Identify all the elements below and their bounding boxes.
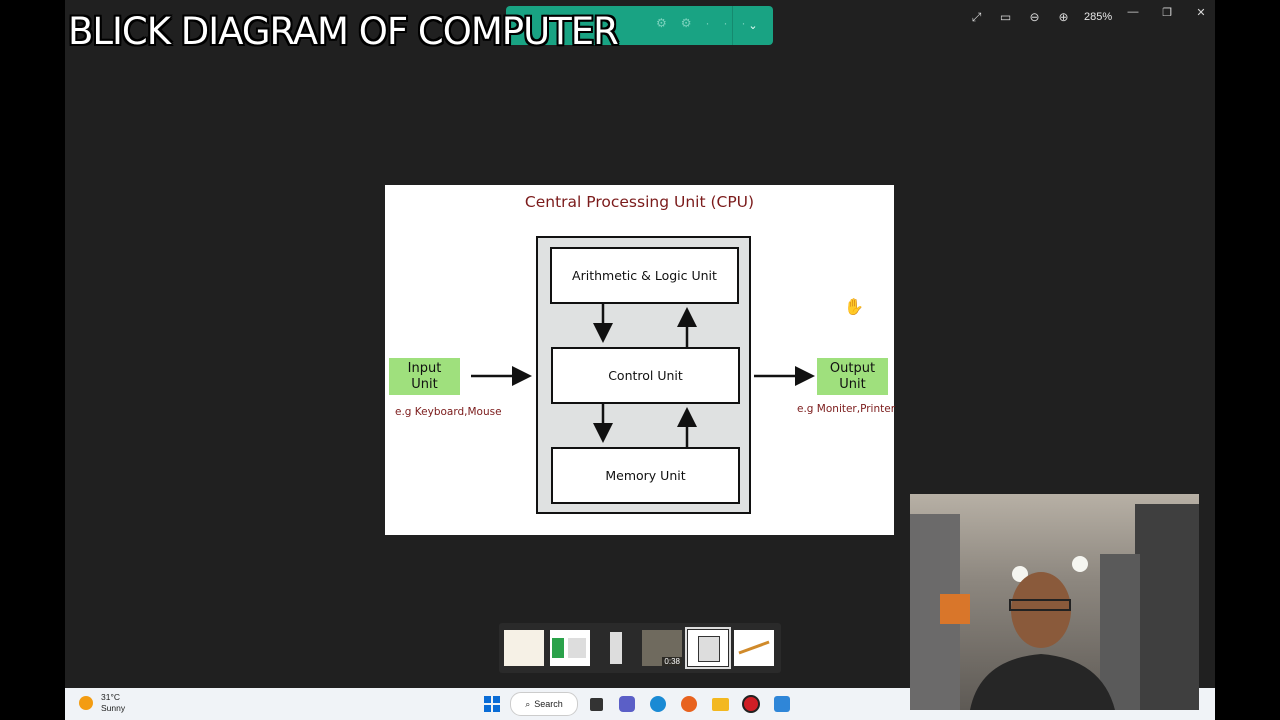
webcam-person-figure bbox=[910, 504, 1199, 710]
taskbar-search-label: Search bbox=[534, 699, 563, 709]
chat-icon[interactable] bbox=[614, 691, 640, 717]
restore-icon[interactable]: ❐ bbox=[1162, 6, 1172, 19]
zoom-level[interactable]: 285% bbox=[1084, 11, 1113, 23]
input-unit-line1: Input bbox=[407, 360, 442, 376]
green-bar-icons: ⚙⚙··· bbox=[656, 16, 760, 30]
filmstrip-thumb-2[interactable] bbox=[550, 630, 590, 666]
edge-icon[interactable] bbox=[645, 691, 671, 717]
zoom-out-icon[interactable]: ⊖ bbox=[1029, 10, 1040, 24]
taskbar-search[interactable]: ⌕ Search bbox=[510, 692, 578, 716]
filmstrip-thumb-3[interactable] bbox=[596, 630, 636, 666]
sun-icon bbox=[79, 696, 93, 710]
diagram-arrows bbox=[471, 304, 815, 447]
weather-condition: Sunny bbox=[101, 703, 126, 713]
filmstrip-thumb-4[interactable]: 0:38 bbox=[642, 630, 682, 666]
minimize-icon[interactable]: — bbox=[1127, 6, 1139, 18]
video-duration: 0:38 bbox=[662, 657, 682, 666]
screen-recorder-icon[interactable] bbox=[738, 691, 764, 717]
input-unit-line2: Unit bbox=[411, 376, 438, 392]
input-example: e.g Keyboard,Mouse bbox=[395, 406, 502, 418]
expand-icon[interactable]: ⤢ bbox=[971, 9, 982, 24]
viewer-toolbar: ⤢ ▭ ⊖ ⊕ 285% bbox=[962, 8, 1114, 26]
alu-box: Arithmetic & Logic Unit bbox=[550, 247, 739, 304]
weather-widget[interactable]: 31°C Sunny bbox=[79, 692, 125, 714]
webcam-overlay bbox=[910, 494, 1199, 710]
weather-temperature: 31°C bbox=[101, 692, 120, 702]
filmstrip-thumb-5-selected[interactable] bbox=[685, 627, 731, 669]
control-unit-box: Control Unit bbox=[551, 347, 740, 404]
memory-unit-box: Memory Unit bbox=[551, 447, 740, 504]
photos-icon[interactable] bbox=[769, 691, 795, 717]
output-unit-line1: Output bbox=[829, 360, 876, 376]
window-controls: — ❐ ✕ bbox=[1116, 3, 1218, 21]
taskbar-apps: ⌕ Search bbox=[479, 691, 795, 717]
diagram-title: Central Processing Unit (CPU) bbox=[524, 193, 755, 211]
video-overlay-title: BLICK DIAGRAM OF COMPUTER bbox=[68, 10, 619, 53]
filmstrip: 0:38 bbox=[499, 623, 781, 673]
zoom-in-icon[interactable]: ⊕ bbox=[1058, 10, 1069, 24]
output-unit-line2: Unit bbox=[839, 376, 866, 392]
chevron-down-icon[interactable]: ⌄ bbox=[732, 6, 773, 45]
green-action-bar[interactable]: ⚙⚙··· ⌄ bbox=[506, 6, 773, 45]
filmstrip-thumb-6[interactable] bbox=[734, 630, 774, 666]
windows-start-icon[interactable] bbox=[479, 691, 505, 717]
task-view-icon[interactable] bbox=[583, 691, 609, 717]
fit-icon[interactable]: ▭ bbox=[999, 10, 1012, 24]
cpu-diagram-image: Central Processing Unit (CPU) Arithmetic… bbox=[385, 185, 896, 535]
firefox-icon[interactable] bbox=[676, 691, 702, 717]
close-icon[interactable]: ✕ bbox=[1196, 6, 1206, 19]
hand-cursor-icon: ✋ bbox=[844, 299, 864, 316]
search-icon: ⌕ bbox=[525, 698, 531, 709]
output-example: e.g Moniter,Printer bbox=[797, 403, 896, 415]
file-explorer-icon[interactable] bbox=[707, 691, 733, 717]
filmstrip-thumb-1[interactable] bbox=[504, 630, 544, 666]
